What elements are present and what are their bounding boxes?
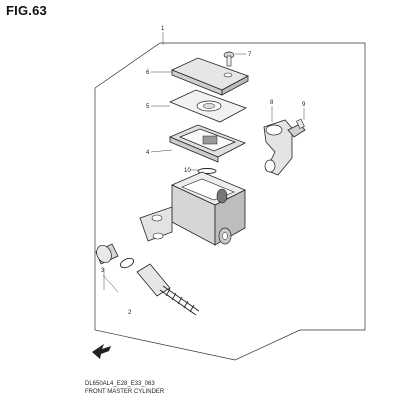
callout-9: 9 (302, 102, 306, 108)
figure-title: FIG.63 (6, 3, 47, 18)
figure-name: FRONT MASTER CYLINDER (85, 389, 165, 395)
callout-8: 8 (270, 100, 274, 106)
master-cylinder-body (139, 171, 246, 246)
model-code: DL650AL4_E28_E33_063 (85, 381, 155, 387)
callout-7: 7 (248, 52, 252, 58)
callout-4: 4 (146, 150, 150, 156)
diaphragm (168, 124, 246, 163)
callout-6: 6 (146, 70, 150, 76)
cap-screw (223, 51, 235, 67)
diaphragm-plate (168, 89, 247, 123)
front-direction-arrow-icon (92, 344, 111, 359)
reservoir-cap (170, 57, 249, 96)
piston-assembly (95, 243, 200, 316)
callout-5: 5 (146, 104, 150, 110)
callout-3: 3 (101, 268, 105, 274)
callout-2: 2 (128, 310, 132, 316)
master-cylinder-holder (263, 119, 293, 176)
callout-10: 10 (184, 168, 191, 174)
o-ring (197, 168, 217, 174)
holder-bolt (287, 118, 306, 138)
assembly-outline (94, 42, 366, 361)
leader-2 (102, 274, 119, 293)
leader-4 (150, 149, 173, 153)
callout-1: 1 (161, 26, 165, 32)
